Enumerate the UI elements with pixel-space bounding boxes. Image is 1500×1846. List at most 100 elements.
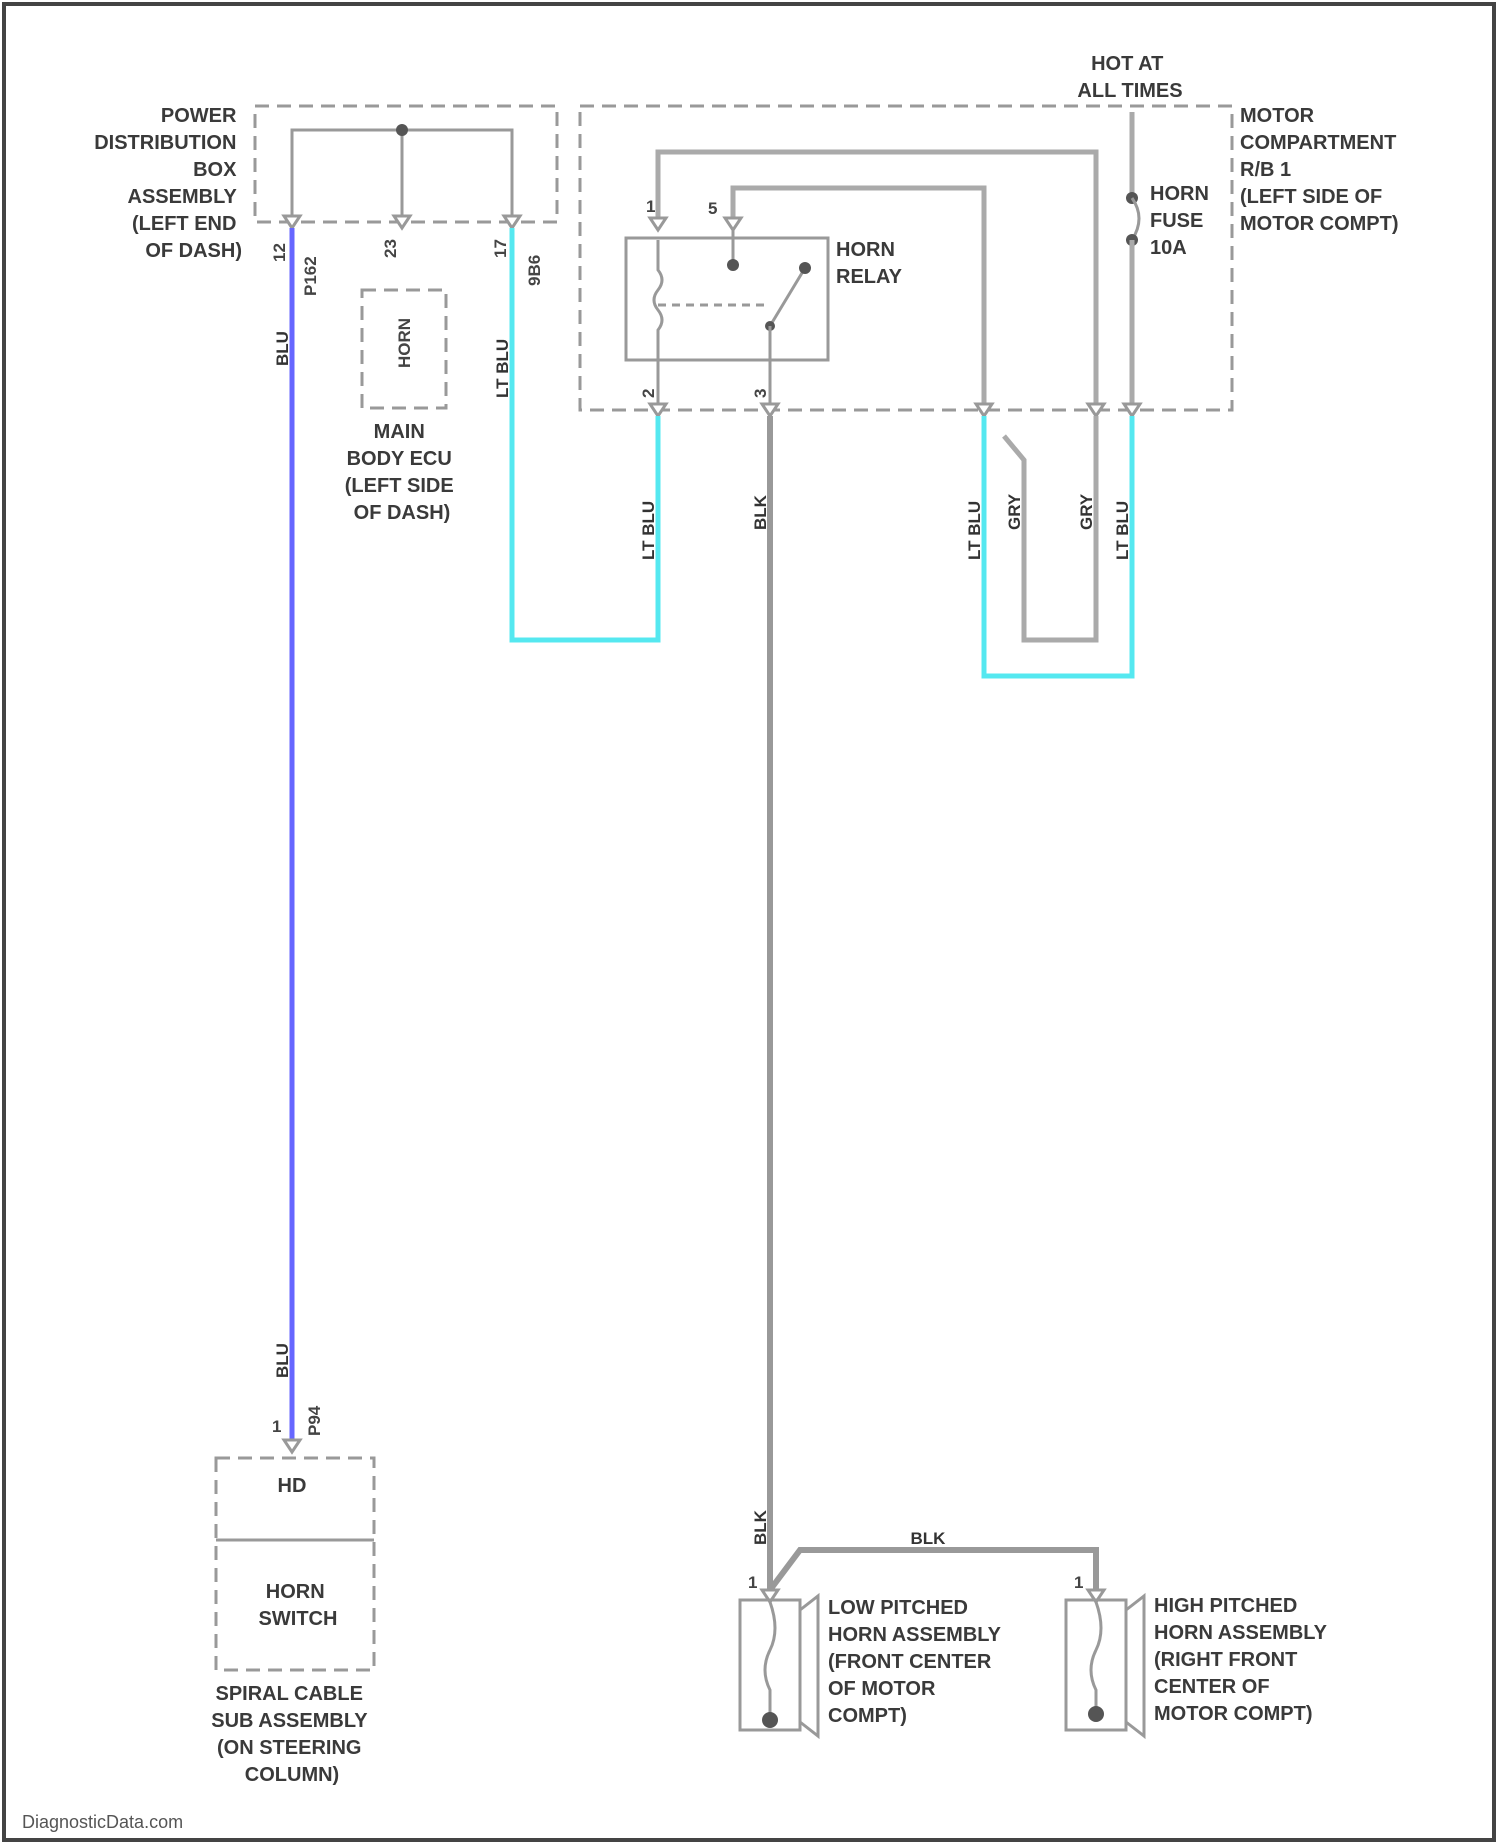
- fuse-label-line: 10A: [1150, 237, 1187, 259]
- pdb-mid-terminal: [394, 216, 410, 228]
- rb-term-out2: [1088, 404, 1104, 416]
- rb-term-relay2: [650, 404, 666, 416]
- page-frame: [4, 4, 1494, 1840]
- blk-label-main: BLK: [751, 494, 770, 530]
- low-horn-label-line: HORN ASSEMBLY: [828, 1624, 1002, 1646]
- rb-label-line: R/B 1: [1240, 159, 1291, 181]
- high-horn-label: HIGH PITCHED HORN ASSEMBLY (RIGHT FRONT …: [1154, 1595, 1332, 1725]
- low-horn-label-line: LOW PITCHED: [828, 1597, 968, 1619]
- relay-pin-1: 1: [646, 197, 655, 216]
- relay-pin1-terminal: [650, 218, 666, 230]
- hot-at-all-times-label: HOT AT ALL TIMES: [1077, 53, 1182, 102]
- pdb-label-line: DISTRIBUTION: [94, 132, 236, 154]
- fuse-label-line: HORN: [1150, 183, 1209, 205]
- rb-term-out1: [976, 404, 992, 416]
- pdb-label-line: BOX: [193, 159, 237, 181]
- low-horn-label: LOW PITCHED HORN ASSEMBLY (FRONT CENTER …: [828, 1597, 1006, 1727]
- spiral-label-line: (ON STEERING: [217, 1737, 361, 1759]
- blk-label-horizontal: BLK: [911, 1529, 947, 1548]
- low-horn-label-line: COMPT): [828, 1705, 907, 1727]
- main-body-ecu-label: MAIN BODY ECU (LEFT SIDE OF DASH): [345, 421, 459, 524]
- relay-label-line: RELAY: [836, 266, 903, 288]
- low-horn-label-line: OF MOTOR: [828, 1678, 936, 1700]
- high-horn-pin: 1: [1074, 1573, 1083, 1592]
- high-horn-label-line: (RIGHT FRONT: [1154, 1649, 1297, 1671]
- ltblu-label-r2: LT BLU: [1113, 501, 1132, 560]
- relay-pin5-terminal: [725, 218, 741, 230]
- pdb-mid-pin: 23: [381, 239, 400, 258]
- high-horn-label-line: MOTOR COMPT): [1154, 1703, 1313, 1725]
- rb-term-relay3: [762, 404, 778, 416]
- ecu-label-line: BODY ECU: [347, 448, 452, 470]
- pdb-label: POWER DISTRIBUTION BOX ASSEMBLY (LEFT EN…: [94, 105, 242, 262]
- pdb-label-line: OF DASH): [145, 240, 242, 262]
- relay-contact-fixed: [727, 259, 739, 271]
- switch-label-line: HORN: [266, 1581, 325, 1603]
- low-horn-bell: [800, 1596, 818, 1736]
- blu-label-top: BLU: [273, 331, 292, 366]
- footer-watermark: DiagnosticData.com: [22, 1812, 183, 1832]
- ltblu-label-left: LT BLU: [493, 339, 512, 398]
- switch-conn: P94: [305, 1405, 324, 1436]
- relay-pin-2: 2: [639, 389, 658, 398]
- pdb-right-conn: 9B6: [525, 255, 544, 286]
- motor-compartment-label: MOTOR COMPARTMENT R/B 1 (LEFT SIDE OF MO…: [1240, 105, 1402, 235]
- blu-label-bottom: BLU: [273, 1343, 292, 1378]
- pdb-junction: [396, 124, 408, 136]
- spiral-label-line: SPIRAL CABLE: [216, 1683, 363, 1705]
- blk-label-horn: BLK: [751, 1509, 770, 1545]
- rb-label-line: (LEFT SIDE OF: [1240, 186, 1382, 208]
- ecu-label-line: (LEFT SIDE: [345, 475, 454, 497]
- relay-coil: [654, 240, 662, 360]
- spiral-label-line: SUB ASSEMBLY: [211, 1710, 368, 1732]
- high-horn-label-line: HORN ASSEMBLY: [1154, 1622, 1328, 1644]
- ltblu-label-relay: LT BLU: [639, 501, 658, 560]
- pdb-label-line: ASSEMBLY: [128, 186, 238, 208]
- ltblu-pdb-to-relay: [512, 228, 658, 640]
- fuse-label-line: FUSE: [1150, 210, 1203, 232]
- pdb-label-line: (LEFT END: [132, 213, 236, 235]
- switch-terminal: [284, 1440, 300, 1452]
- relay-label-line: HORN: [836, 239, 895, 261]
- rb-label-line: MOTOR COMPT): [1240, 213, 1399, 235]
- pdb-right-terminal: [504, 216, 520, 228]
- high-horn-label-line: HIGH PITCHED: [1154, 1595, 1297, 1617]
- blk-horizontal-to-high: [770, 1550, 1096, 1596]
- relay-pin-5: 5: [708, 199, 717, 218]
- gry-label-2: GRY: [1077, 493, 1096, 530]
- high-horn-ground: [1088, 1706, 1104, 1722]
- horn-fuse-label: HORN FUSE 10A: [1150, 183, 1214, 259]
- ecu-label-line: MAIN: [374, 421, 425, 443]
- pdb-left-pin: 12: [270, 243, 289, 262]
- high-horn-bell: [1126, 1596, 1144, 1736]
- hd-label: HD: [278, 1475, 307, 1497]
- pdb-right-pin: 17: [491, 239, 510, 258]
- rb-label-line: MOTOR: [1240, 105, 1315, 127]
- spiral-label-line: COLUMN): [245, 1764, 339, 1786]
- relay-pin-3: 3: [751, 389, 770, 398]
- switch-pin: 1: [272, 1417, 281, 1436]
- pdb-left-conn: P162: [301, 256, 320, 296]
- hot-label-line: ALL TIMES: [1077, 80, 1182, 102]
- pdb-label-line: POWER: [161, 105, 237, 127]
- horn-relay-label: HORN RELAY: [836, 239, 903, 288]
- relay-contact-arm: [799, 262, 811, 274]
- spiral-cable-label: SPIRAL CABLE SUB ASSEMBLY (ON STEERING C…: [211, 1683, 373, 1786]
- ltblu-label-r1: LT BLU: [965, 501, 984, 560]
- switch-label-line: SWITCH: [259, 1608, 338, 1630]
- low-horn-coil: [765, 1602, 775, 1718]
- relay-switch-arm: [770, 268, 805, 326]
- hot-label-line: HOT AT: [1091, 53, 1163, 75]
- horn-switch-label: HORN SWITCH: [259, 1581, 338, 1630]
- ecu-label-line: OF DASH): [354, 502, 451, 524]
- pdb-left-terminal: [284, 216, 300, 228]
- rb-label-line: COMPARTMENT: [1240, 132, 1396, 154]
- low-horn-ground: [762, 1712, 778, 1728]
- horn-ecu-label: HORN: [395, 318, 414, 368]
- rb-term-out3: [1124, 404, 1140, 416]
- gry-label-1: GRY: [1005, 493, 1024, 530]
- low-horn-label-line: (FRONT CENTER: [828, 1651, 992, 1673]
- low-horn-pin: 1: [748, 1573, 757, 1592]
- horn-relay-body: [626, 238, 828, 360]
